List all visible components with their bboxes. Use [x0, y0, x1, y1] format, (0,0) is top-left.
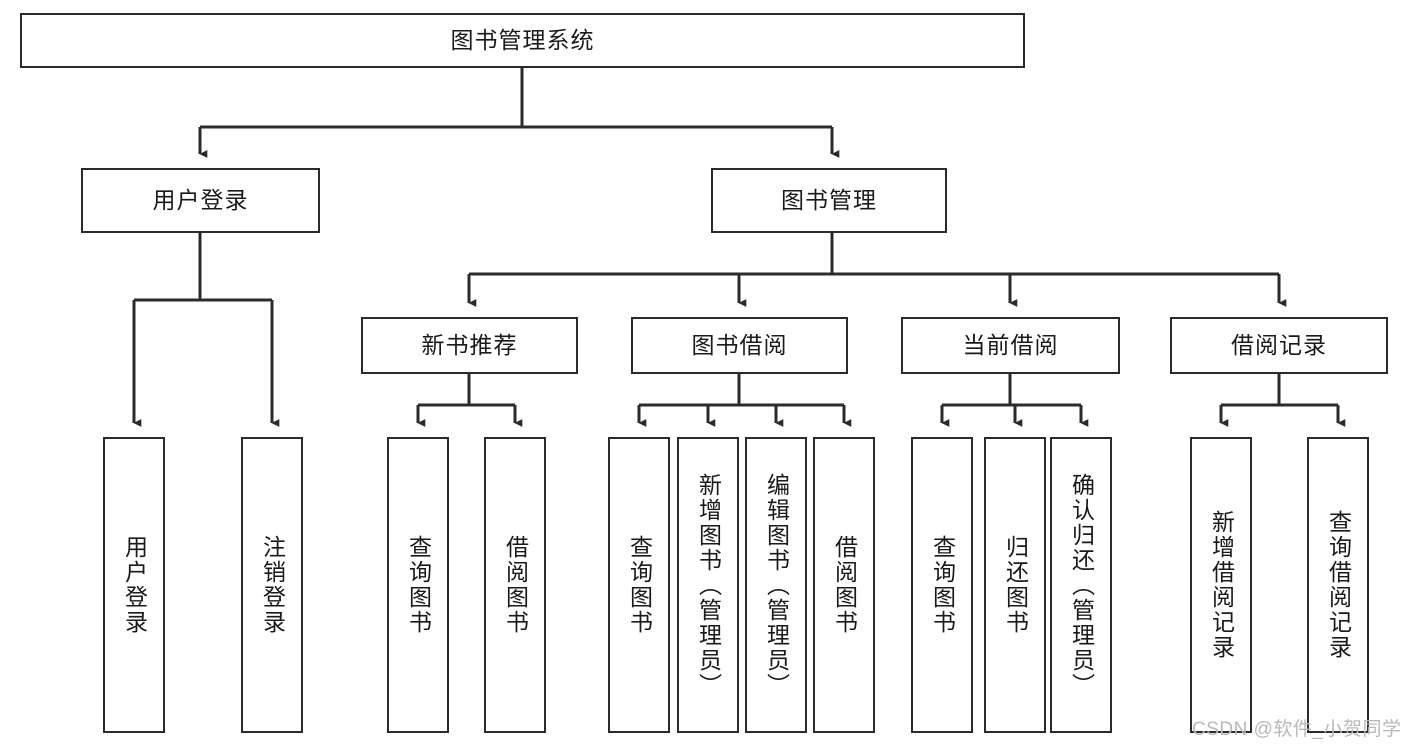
node-root-label: 图书管理系统 [450, 26, 595, 53]
leaf-return-book[interactable]: 归还图书 [984, 437, 1046, 733]
leaf-query-record[interactable]: 查询借阅记录 [1307, 437, 1369, 733]
leaf-query-book-3[interactable]: 查询图书 [911, 437, 973, 733]
watermark-text: CSDN @软件_小贺同学 [1192, 719, 1402, 740]
leaf-query-book-1[interactable]: 查询图书 [387, 437, 449, 733]
leaf-query-record-label: 查询借阅记录 [1325, 510, 1352, 660]
leaf-borrow-book-1-label: 借阅图书 [502, 535, 529, 635]
leaf-borrow-book-2-label: 借阅图书 [831, 535, 858, 635]
leaf-borrow-book-2[interactable]: 借阅图书 [813, 437, 875, 733]
leaf-borrow-book-1[interactable]: 借阅图书 [484, 437, 546, 733]
node-user-login[interactable]: 用户登录 [81, 168, 320, 233]
leaf-query-book-2[interactable]: 查询图书 [608, 437, 670, 733]
leaf-query-book-1-label: 查询图书 [405, 535, 432, 635]
leaf-user-logout[interactable]: 注销登录 [241, 437, 303, 733]
node-root[interactable]: 图书管理系统 [20, 13, 1025, 68]
node-current-borrow[interactable]: 当前借阅 [901, 317, 1120, 374]
leaf-user-login-label: 用户登录 [121, 535, 148, 635]
node-current-borrow-label: 当前借阅 [962, 331, 1059, 358]
leaf-add-record[interactable]: 新增借阅记录 [1190, 437, 1252, 733]
node-new-book-rec[interactable]: 新书推荐 [361, 317, 578, 374]
leaf-query-book-3-label: 查询图书 [929, 535, 956, 635]
node-book-borrow[interactable]: 图书借阅 [631, 317, 848, 374]
leaf-edit-book[interactable]: 编辑图书（管理员） [745, 437, 807, 733]
node-book-manage[interactable]: 图书管理 [711, 168, 947, 233]
node-borrow-record[interactable]: 借阅记录 [1170, 317, 1388, 374]
node-book-borrow-label: 图书借阅 [691, 331, 788, 358]
leaf-add-record-label: 新增借阅记录 [1208, 510, 1235, 660]
node-borrow-record-label: 借阅记录 [1231, 331, 1327, 358]
leaf-user-logout-label: 注销登录 [259, 535, 286, 635]
node-user-login-label: 用户登录 [152, 186, 249, 213]
leaf-edit-book-label: 编辑图书（管理员） [763, 472, 790, 698]
leaf-confirm-return[interactable]: 确认归还（管理员） [1050, 437, 1112, 733]
leaf-add-book[interactable]: 新增图书（管理员） [677, 437, 739, 733]
node-book-manage-label: 图书管理 [781, 186, 877, 213]
leaf-return-book-label: 归还图书 [1002, 535, 1029, 635]
leaf-confirm-return-label: 确认归还（管理员） [1068, 472, 1095, 698]
leaf-query-book-2-label: 查询图书 [626, 535, 653, 635]
leaf-add-book-label: 新增图书（管理员） [695, 472, 722, 698]
node-new-book-rec-label: 新书推荐 [421, 331, 518, 358]
leaf-user-login[interactable]: 用户登录 [103, 437, 165, 733]
